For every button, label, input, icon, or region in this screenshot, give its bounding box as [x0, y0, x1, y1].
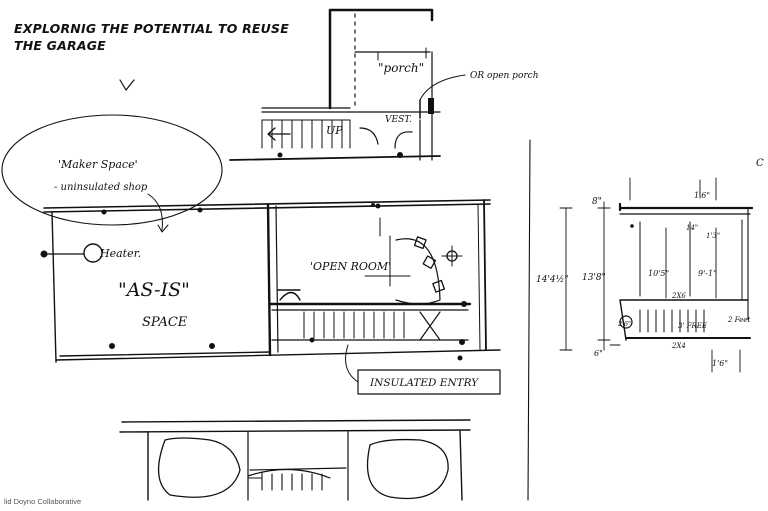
check-mark — [119, 79, 135, 91]
up-label: UP — [326, 124, 343, 137]
dim-13ft8: 13'8" — [582, 273, 606, 283]
uninsulated-shop-label: - uninsulated shop — [54, 182, 148, 193]
dim-3ft-free: 3' FREE — [678, 322, 707, 330]
open-porch-note: OR open porch — [470, 71, 539, 81]
as-is-label: "AS-IS" — [118, 279, 190, 301]
dim-2x4: 2X4 — [671, 342, 686, 350]
vest-label: VEST. — [385, 115, 412, 125]
sheet-divider — [527, 139, 531, 501]
dimension-section: 8" 1'6" 14" 1'3" 14'4½" 13'8" 10'5" 9'-1… — [536, 158, 764, 373]
credit-text: lid Doyno Collaborative — [4, 497, 82, 506]
insulated-entry-label: INSULATED ENTRY — [369, 377, 479, 389]
dim-1ft3: 1'3" — [706, 232, 720, 240]
dim-14ft4: 14'4½" — [536, 274, 569, 285]
open-room-label: 'OPEN ROOM' — [310, 260, 391, 273]
dim-1ft6-top: 1'6" — [694, 191, 710, 200]
dim-10ft5: 10'5" — [648, 269, 669, 278]
heater-label: Heater. — [99, 247, 141, 260]
porch-label: "porch" — [378, 61, 424, 75]
maker-space-bubble: 'Maker Space' - uninsulated shop — [1, 114, 223, 233]
dim-9ft1: 9'-1" — [698, 269, 717, 278]
dim-2x6: 2X6 — [671, 292, 686, 300]
dim-1ft6-bottom: 1'6" — [712, 359, 728, 368]
section-marker: C — [756, 158, 764, 169]
maker-space-label: 'Maker Space' — [58, 158, 138, 171]
garage-plan: Heater. "AS-IS" SPACE 'OPEN ROOM' INSULA… — [40, 199, 501, 395]
dim-14in: 14" — [686, 224, 698, 232]
bottom-sketch — [119, 419, 471, 501]
dim-6in: 6" — [594, 349, 603, 358]
dim-8in: 8" — [592, 197, 602, 207]
space-label: SPACE — [142, 315, 188, 330]
sheet-title: EXPLORNIG THE POTENTIAL TO REUSE THE GAR… — [14, 21, 289, 53]
door-mark — [428, 98, 434, 114]
dim-2ft6: 2'6" — [617, 320, 631, 328]
dim-2-feet: 2 Feet — [727, 316, 750, 324]
porch-plan-sketch: "porch" OR open porch VEST. UP — [229, 8, 539, 161]
